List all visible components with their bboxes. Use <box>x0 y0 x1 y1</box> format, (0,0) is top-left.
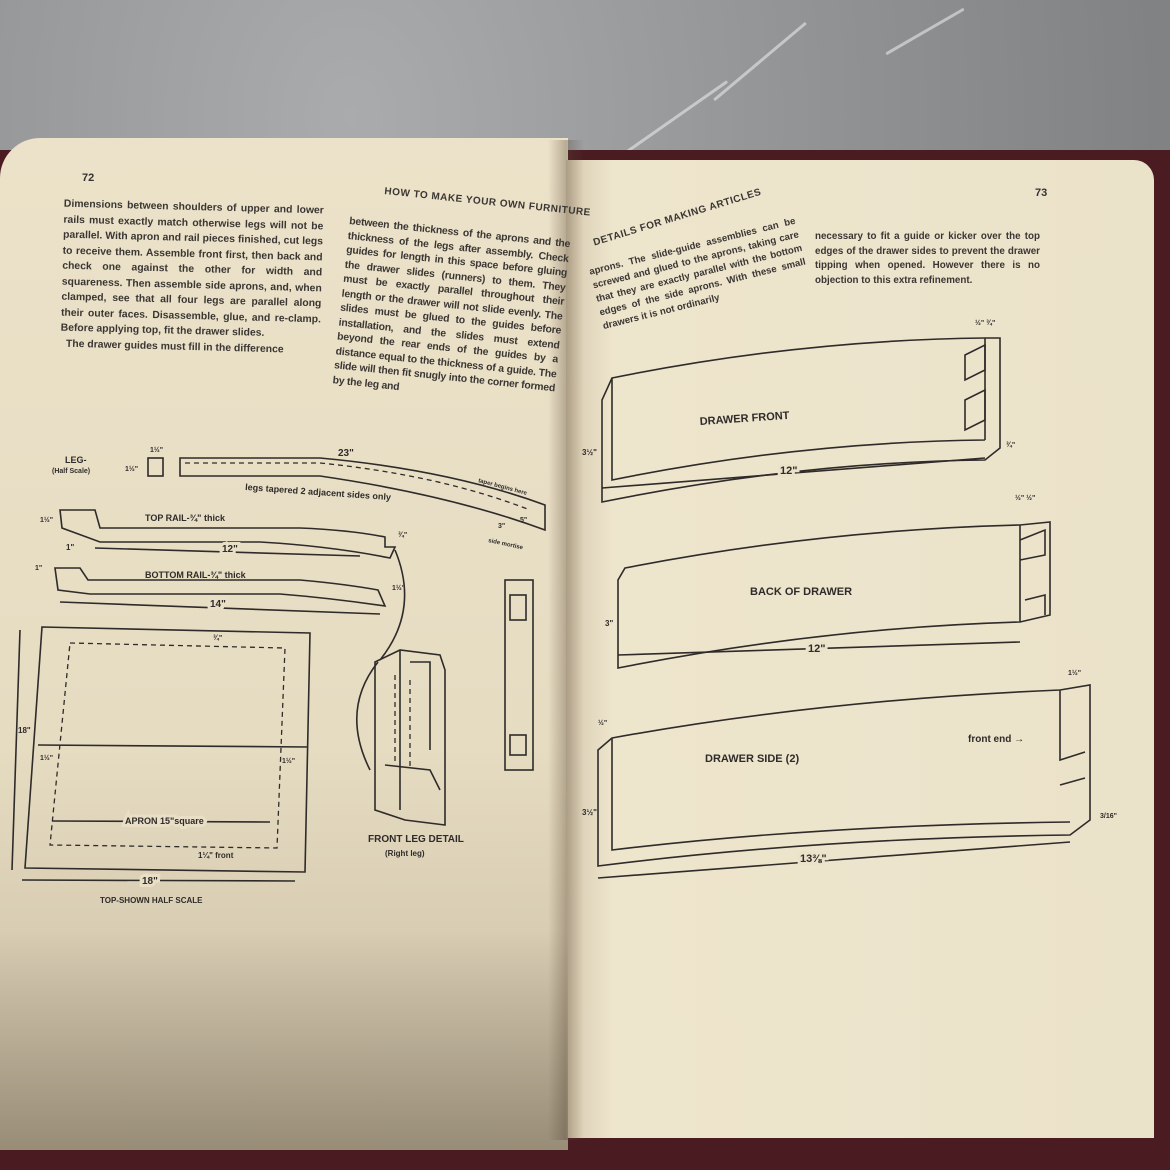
leg-width-label-2: 1½" <box>150 446 163 454</box>
book-gutter <box>548 140 584 1140</box>
top-caption: TOP-SHOWN HALF SCALE <box>100 896 203 905</box>
page-number-right: 73 <box>1035 187 1048 199</box>
leg-length-label: 23" <box>338 448 354 459</box>
leg-label: LEG- <box>65 455 87 465</box>
drawer-back-title: BACK OF DRAWER <box>750 586 852 598</box>
drawer-front-height: 3½" <box>582 448 597 457</box>
drawer-front-depth: ¾" <box>1006 441 1015 449</box>
drawer-side-diagram: DRAWER SIDE (2) front end → 13⅜" 3½" 1½"… <box>582 669 1117 879</box>
left-diagrams: LEG- (Half Scale) 1½" 1½" 23" legs taper… <box>11 446 546 905</box>
drawer-back-diagram: BACK OF DRAWER 12" 3" ½" ½" <box>605 494 1051 669</box>
drawer-back-height: 3" <box>605 619 613 628</box>
top-rail-tenon-label: 1" <box>66 543 74 552</box>
apron-label: APRON 15"square <box>125 816 204 826</box>
top-right-inset-label: 1½" <box>282 757 295 765</box>
leg-width-label: 1½" <box>125 465 138 473</box>
bottom-rail-1-5-label: 1½" <box>392 584 405 592</box>
drawer-back-length: 12" <box>808 643 825 655</box>
drawer-side-front-end-label: front end → <box>968 734 1024 745</box>
bottom-rail-length-label: 14" <box>210 599 226 610</box>
drawer-front-length: 12" <box>780 465 797 477</box>
leg-taper-note: legs tapered 2 adjacent sides only <box>245 482 391 502</box>
drawer-side-length: 13⅜" <box>800 853 827 865</box>
top-width-label: 18" <box>142 876 158 887</box>
right-column-2-text: necessary to fit a guide or kicker over … <box>815 231 1040 286</box>
top-half-scale-diagram: ¾" 18" 1½" 1½" APRON 15"square 1¼" front… <box>11 626 311 905</box>
top-rail-diagram: 1½" TOP RAIL-¾" thick 1" 12" ¾" <box>40 509 407 559</box>
drawer-side-left-dims: ½" <box>598 719 607 727</box>
drawer-side-height: 3½" <box>582 808 597 817</box>
leg-scale-label: (Half Scale) <box>52 468 90 475</box>
drawer-front-top-dims: ½" ¾" <box>975 319 995 327</box>
front-inset-label: 1¼" front <box>198 851 234 860</box>
drawer-side-top-dims: 1½" <box>1068 669 1081 677</box>
drawer-back-top-dims: ½" ½" <box>1015 494 1035 502</box>
top-side-label: 18" <box>18 726 31 735</box>
page-number-left: 72 <box>82 172 95 184</box>
drawer-front-title: DRAWER FRONT <box>699 410 790 428</box>
left-page <box>0 138 568 1150</box>
top-rail-end-label: 1½" <box>40 516 53 524</box>
right-page <box>566 160 1154 1138</box>
mortise-3-label: 3" <box>498 523 505 530</box>
bottom-rail-tenon-label: 1" <box>35 565 42 572</box>
top-rail-3-4-label: ¾" <box>398 531 407 539</box>
taper-5-label: 5" <box>520 517 527 524</box>
top-inset-label: ¾" <box>213 634 222 642</box>
side-mortise-label: side mortise <box>488 538 524 551</box>
top-rail-label: TOP RAIL-¾" thick <box>145 513 226 523</box>
front-leg-detail-diagram: FRONT LEG DETAIL (Right leg) <box>356 579 534 858</box>
leg-detail-subtitle: (Right leg) <box>385 849 425 858</box>
leg-diagram: LEG- (Half Scale) 1½" 1½" 23" legs taper… <box>52 446 546 551</box>
bottom-rail-label: BOTTOM RAIL-¾" thick <box>145 570 247 580</box>
drawer-side-right-dims: 3/16" <box>1100 813 1117 820</box>
taper-begins-label: taper begins here <box>477 478 528 497</box>
bottom-rail-diagram: 1" BOTTOM RAIL-¾" thick 14" 1½" <box>35 549 406 661</box>
drawer-front-diagram: DRAWER FRONT 12" 3½" ¾" ½" ¾" <box>582 319 1015 503</box>
hand-shadow <box>0 930 568 1150</box>
leg-detail-title: FRONT LEG DETAIL <box>368 834 464 845</box>
top-rail-length-label: 12" <box>222 544 238 555</box>
top-left-inset-label: 1½" <box>40 754 53 762</box>
drawer-side-title: DRAWER SIDE (2) <box>705 753 799 765</box>
